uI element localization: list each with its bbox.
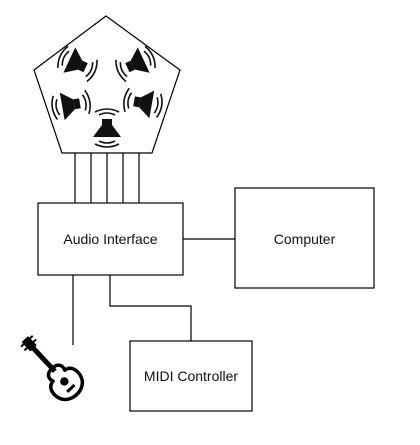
computer-label: Computer	[274, 231, 336, 247]
midi-controller-label: MIDI Controller	[144, 368, 238, 384]
speaker-array	[33, 15, 181, 154]
acoustic-guitar-icon	[20, 335, 85, 402]
audio-interface-label: Audio Interface	[63, 231, 157, 247]
computer-node: Computer	[234, 187, 375, 289]
midi-controller-node: MIDI Controller	[129, 340, 253, 412]
interface-midi-link	[109, 275, 192, 341]
audio-interface-node: Audio Interface	[37, 202, 184, 276]
speaker-cables	[74, 153, 140, 203]
